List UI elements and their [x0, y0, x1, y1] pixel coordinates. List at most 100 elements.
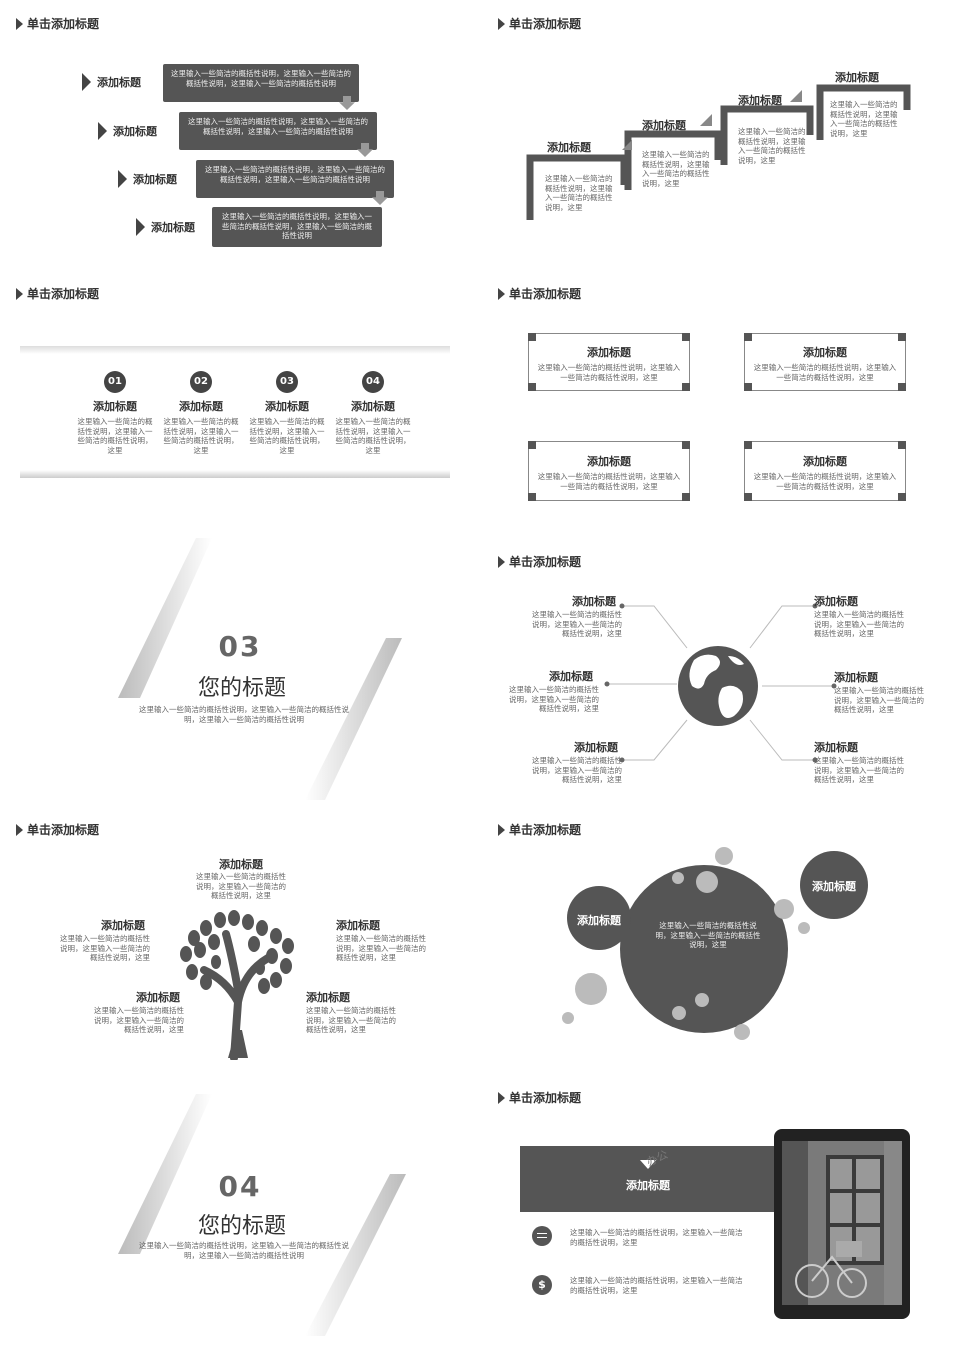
banner-title: 添加标题 [626, 1179, 670, 1192]
step-box: 这里输入一些简洁的概括性说明，这里输入一些简洁的概括性说明，这里输入一些简洁的概… [179, 112, 377, 150]
frame-corner [528, 333, 536, 341]
diagonal-shapes [118, 538, 402, 800]
header-text: 单击添加标题 [509, 823, 582, 837]
frame-corner [528, 383, 536, 391]
step-3: 添加标题 [118, 170, 177, 188]
header-arrow-icon [16, 287, 23, 300]
slide-stairs: 单击添加标题 添加标题 这里输入一些简洁的概括性说明，这里输入一些简洁的概括性说… [482, 0, 952, 262]
step-box: 这里输入一些简洁的概括性说明，这里输入一些简洁的概括性说明，这里输入一些简洁的概… [212, 207, 382, 247]
header-text: 单击添加标题 [27, 823, 100, 837]
globe-item-desc: 这里输入一些简洁的概括性说明，这里输入一些简洁的概括性说明，这里 [532, 610, 622, 638]
chevron-right-icon [82, 73, 91, 91]
slide-header: 单击添加标题 [16, 15, 99, 32]
frame-corner [528, 493, 536, 501]
tree-item-desc: 这里输入一些简洁的概括性说明，这里输入一些简洁的概括性说明，这里 [60, 934, 150, 962]
slide-header: 单击添加标题 [498, 553, 581, 570]
dollar-gear-icon: $ [532, 1275, 552, 1295]
frame-corner [744, 383, 752, 391]
tree-item-desc: 这里输入一些简洁的概括性说明，这里输入一些简洁的概括性说明，这里 [306, 1006, 396, 1034]
step-title: 添加标题 [133, 173, 177, 186]
tablet-photo [782, 1141, 902, 1305]
bubble-right-title: 添加标题 [812, 880, 856, 893]
frame-desc: 这里输入一些简洁的概括性说明，这里输入一些简洁的概括性说明，这里 [537, 472, 681, 491]
step-title: 添加标题 [97, 76, 141, 89]
header-text: 单击添加标题 [27, 287, 100, 301]
section-number: 03 [218, 630, 262, 663]
info-desc-2: 这里输入一些简洁的概括性说明，这里输入一些简洁的概括性说明，这里 [570, 1276, 743, 1295]
stair-3-title: 添加标题 [738, 94, 782, 107]
slide-section-03: 03 您的标题 这里输入一些简洁的概括性说明，这里输入一些简洁的概括性说明，这里… [0, 538, 470, 800]
stair-4-title: 添加标题 [835, 71, 879, 84]
number-badge: 04 [362, 371, 384, 393]
slide-bubbles: 单击添加标题 添加标题 添加标题 这里输入一些简洁的概括性说明，这里输入一些简洁… [482, 806, 952, 1068]
tree-item-title: 添加标题 [101, 919, 145, 932]
stair-1-title: 添加标题 [547, 141, 591, 154]
globe-item-desc: 这里输入一些简洁的概括性说明，这里输入一些简洁的概括性说明，这里 [509, 685, 599, 713]
header-arrow-icon [498, 17, 505, 30]
header-arrow-icon [498, 1091, 505, 1104]
slide-header: 单击添加标题 [16, 821, 99, 838]
frame-title: 添加标题 [587, 455, 631, 468]
stair-2-desc: 这里输入一些简洁的概括性说明，这里输入一些简洁的概括性说明，这里 [642, 150, 710, 188]
globe-item-title: 添加标题 [572, 595, 616, 608]
globe-item-title: 添加标题 [549, 670, 593, 683]
frame-desc: 这里输入一些简洁的概括性说明，这里输入一些简洁的概括性说明，这里 [537, 363, 681, 382]
header-arrow-icon [16, 17, 23, 30]
frame-corner [744, 493, 752, 501]
slide-header: 单击添加标题 [498, 15, 581, 32]
globe-item-title: 添加标题 [814, 595, 858, 608]
frame-desc: 这里输入一些简洁的概括性说明，这里输入一些简洁的概括性说明，这里 [753, 363, 897, 382]
header-text: 单击添加标题 [509, 1091, 582, 1105]
globe-icon [678, 646, 758, 726]
item-title: 添加标题 [265, 400, 309, 413]
header-text: 单击添加标题 [27, 17, 100, 31]
frame-box-2: 添加标题 这里输入一些简洁的概括性说明，这里输入一些简洁的概括性说明，这里 [744, 333, 906, 391]
tree-item-title: 添加标题 [336, 919, 380, 932]
frame-title: 添加标题 [803, 346, 847, 359]
section-desc: 这里输入一些简洁的概括性说明，这里输入一些简洁的概括性说明，这里输入一些简洁的概… [139, 705, 349, 724]
globe-item-title: 添加标题 [834, 671, 878, 684]
slide-header: 单击添加标题 [16, 285, 99, 302]
chevron-down-icon [640, 1160, 656, 1169]
globe-item-desc: 这里输入一些简洁的概括性说明，这里输入一些简洁的概括性说明，这里 [814, 756, 904, 784]
bubble-left-title: 添加标题 [577, 914, 621, 927]
frame-desc: 这里输入一些简洁的概括性说明，这里输入一些简洁的概括性说明，这里 [753, 472, 897, 491]
frame-title: 添加标题 [587, 346, 631, 359]
frame-corner [682, 493, 690, 501]
tree-item-title: 添加标题 [219, 858, 263, 871]
title-banner: 添加标题 办公 [520, 1146, 776, 1212]
step-1: 添加标题 [82, 73, 141, 91]
section-title: 您的标题 [197, 1214, 286, 1239]
frame-corner [898, 441, 906, 449]
tree-item-desc: 这里输入一些简洁的概括性说明，这里输入一些简洁的概括性说明，这里 [94, 1006, 184, 1034]
tree-item-title: 添加标题 [306, 991, 350, 1004]
section-number: 04 [218, 1170, 262, 1203]
chevron-right-icon [118, 170, 127, 188]
number-badge: 03 [276, 371, 298, 393]
slide-header: 单击添加标题 [498, 821, 581, 838]
frame-corner [682, 383, 690, 391]
info-desc-1: 这里输入一些简洁的概括性说明，这里输入一些简洁的概括性说明，这里 [570, 1228, 743, 1247]
item-desc: 这里输入一些简洁的概括性说明，这里输入一些简洁的概括性说明，这里 [249, 417, 325, 455]
header-arrow-icon [498, 823, 505, 836]
numbered-item-4: 04 添加标题 这里输入一些简洁的概括性说明，这里输入一些简洁的概括性说明，这里 [334, 371, 412, 455]
header-text: 单击添加标题 [509, 555, 582, 569]
numbered-item-2: 02 添加标题 这里输入一些简洁的概括性说明，这里输入一些简洁的概括性说明，这里 [162, 371, 240, 455]
header-arrow-icon [498, 555, 505, 568]
globe-item-desc: 这里输入一些简洁的概括性说明，这里输入一些简洁的概括性说明，这里 [532, 756, 622, 784]
tree-item-title: 添加标题 [136, 991, 180, 1004]
stair-1-desc: 这里输入一些简洁的概括性说明，这里输入一些简洁的概括性说明，这里 [545, 174, 613, 212]
step-box: 这里输入一些简洁的概括性说明，这里输入一些简洁的概括性说明，这里输入一些简洁的概… [196, 160, 394, 198]
slide-tablet: 单击添加标题 添加标题 办公 这里输入一些简洁的概括性说明，这里输入一些简洁的概… [482, 1074, 952, 1336]
number-badge: 01 [104, 371, 126, 393]
frame-corner [528, 441, 536, 449]
chevron-right-icon [136, 218, 145, 236]
slide-header: 单击添加标题 [498, 1089, 581, 1106]
tree-icon [180, 910, 294, 1060]
item-title: 添加标题 [351, 400, 395, 413]
globe-item-desc: 这里输入一些简洁的概括性说明，这里输入一些简洁的概括性说明，这里 [834, 686, 924, 714]
globe-item-title: 添加标题 [574, 741, 618, 754]
diagonal-shapes [118, 1094, 406, 1336]
frame-box-1: 添加标题 这里输入一些简洁的概括性说明，这里输入一些简洁的概括性说明，这里 [528, 333, 690, 391]
